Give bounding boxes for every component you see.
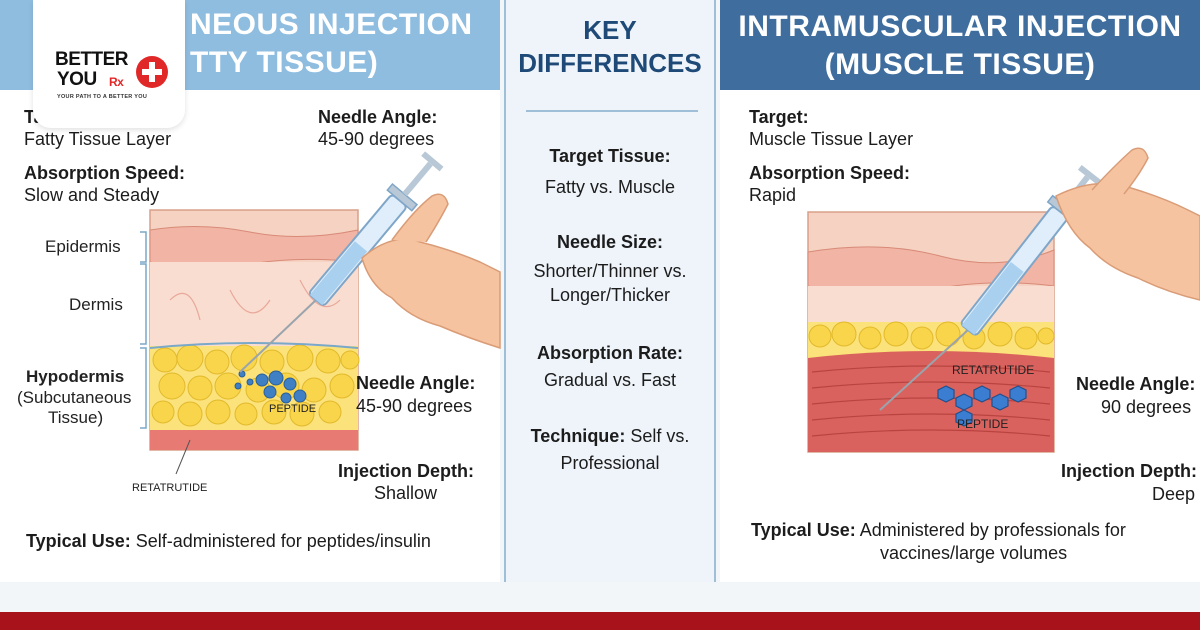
sc-peptide-label: PEPTIDE — [269, 403, 317, 415]
intramuscular-panel: INTRAMUSCULAR INJECTION (MUSCLE TISSUE) … — [720, 0, 1200, 582]
logo-tagline: YOUR PATH TO A BETTER YOU — [57, 94, 148, 100]
diff-technique: Technique: Self vs. Professional — [506, 424, 714, 475]
diff-target-value: Fatty vs. Muscle — [544, 177, 676, 197]
intramuscular-title-line2: (MUSCLE TISSUE) — [824, 48, 1096, 81]
im-target-label: Target: — [749, 107, 809, 127]
sc-depth-label: Injection Depth: — [338, 461, 474, 481]
key-differences-title-line2: DIFFERENCES — [518, 48, 702, 78]
sc-angle-value: 45-90 degrees — [356, 396, 473, 416]
label-tissue: Tissue) — [48, 408, 104, 427]
sc-angle-top-label: Needle Angle: — [318, 107, 438, 127]
logo-word-better: BETTER — [55, 49, 129, 70]
diff-absorption-label: Absorption Rate: — [537, 343, 683, 363]
sc-typical-use: Typical Use: Self-administered for pepti… — [26, 530, 431, 553]
im-use-value: Administered by professionals for — [855, 520, 1126, 540]
sc-absorption-value: Slow and Steady — [24, 185, 160, 205]
diff-technique-value: Self vs. — [625, 426, 690, 446]
logo-word-you: YOU — [57, 69, 97, 90]
diff-needle-size: Needle Size: Shorter/Thinner vs. Longer/… — [506, 230, 714, 307]
intramuscular-tissue-diagram — [807, 147, 1200, 453]
footer-bar — [0, 612, 1200, 630]
im-depth-value: Deep — [1152, 484, 1196, 504]
label-hypodermis: Hypodermis — [26, 367, 125, 386]
label-epidermis: Epidermis — [45, 237, 121, 256]
im-target-value: Muscle Tissue Layer — [749, 129, 914, 149]
intramuscular-title-line1: INTRAMUSCULAR INJECTION — [738, 10, 1182, 43]
diff-target-tissue: Target Tissue: Fatty vs. Muscle — [506, 144, 714, 199]
diff-absorption-rate: Absorption Rate: Gradual vs. Fast — [506, 341, 714, 392]
subcutaneous-panel: NEOUS INJECTION TTY TISSUE) Ta Fatty Tis… — [0, 0, 501, 582]
medical-cross-icon — [136, 56, 168, 88]
sc-use-value: Self-administered for peptides/insulin — [130, 531, 431, 551]
logo-rx: Rx — [109, 75, 124, 89]
im-depth-label: Injection Depth: — [1061, 461, 1197, 481]
im-retatrutide-label: RETATRUTIDE — [952, 363, 1035, 377]
key-differences-title: KEY DIFFERENCES — [506, 14, 714, 80]
sc-depth-value: Shallow — [374, 483, 438, 503]
sc-angle-label: Needle Angle: — [356, 373, 476, 393]
label-dermis: Dermis — [69, 295, 123, 314]
sc-retatrutide-label: RETATRUTIDE — [132, 482, 208, 494]
diff-target-label: Target Tissue: — [549, 146, 671, 166]
subcutaneous-title-line2: TTY TISSUE) — [190, 46, 379, 79]
intramuscular-banner: INTRAMUSCULAR INJECTION (MUSCLE TISSUE) — [720, 0, 1200, 90]
sc-use-label: Typical Use: — [26, 531, 131, 551]
sc-angle-top-value: 45-90 degrees — [318, 129, 435, 149]
diff-needle-value: Shorter/Thinner vs. — [533, 261, 687, 281]
im-absorption-value: Rapid — [749, 185, 797, 205]
sc-absorption-label: Absorption Speed: — [24, 163, 185, 183]
im-angle-value: 90 degrees — [1101, 397, 1192, 417]
subcutaneous-skin-diagram — [140, 151, 501, 475]
im-angle-label: Needle Angle: — [1076, 374, 1196, 394]
diff-absorption-value: Gradual vs. Fast — [543, 370, 677, 390]
im-absorption-label: Absorption Speed: — [749, 163, 910, 183]
im-use-label: Typical Use: — [751, 520, 856, 540]
im-use-value2: vaccines/large volumes — [880, 543, 1068, 563]
diff-needle-label: Needle Size: — [556, 232, 664, 252]
im-typical-use: Typical Use: Administered by professiona… — [751, 519, 1126, 542]
subcutaneous-title-line1: NEOUS INJECTION — [190, 8, 473, 41]
diff-technique-label: Technique: — [530, 426, 626, 446]
label-subcutaneous: (Subcutaneous — [17, 388, 132, 407]
im-peptide-label: PEPTIDE — [957, 417, 1009, 431]
sc-target-value: Fatty Tissue Layer — [24, 129, 172, 149]
diff-technique-value2: Professional — [560, 453, 660, 473]
key-differences-panel: KEY DIFFERENCES Target Tissue: Fatty vs.… — [504, 0, 716, 582]
key-differences-title-line1: KEY — [583, 15, 637, 45]
key-differences-divider — [526, 110, 698, 112]
better-you-rx-logo[interactable]: BETTER YOU Rx YOUR PATH TO A BETTER YOU — [33, 0, 185, 128]
diff-needle-value2: Longer/Thicker — [549, 285, 671, 305]
